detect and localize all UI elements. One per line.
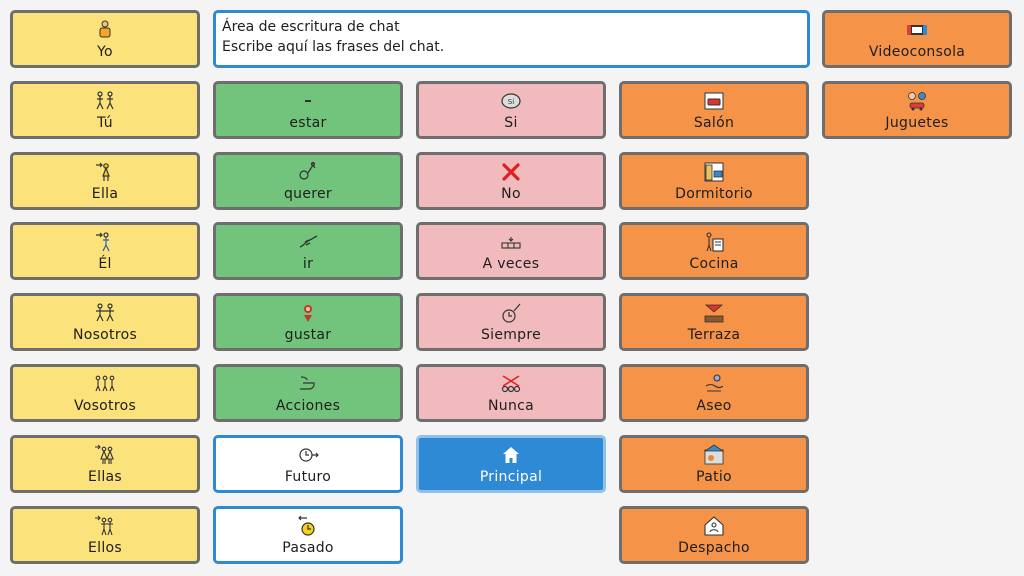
- cell-pasado[interactable]: Pasado: [213, 506, 403, 564]
- cell-label: Yo: [97, 44, 113, 60]
- cell-futuro[interactable]: Futuro: [213, 435, 403, 493]
- cell-yo[interactable]: Yo: [10, 10, 200, 68]
- cell-no[interactable]: No: [416, 152, 606, 210]
- cell-label: Ellas: [88, 469, 122, 485]
- cell-label: ir: [302, 256, 314, 272]
- cell-el[interactable]: Él: [10, 222, 200, 280]
- cell-label: Salón: [693, 115, 735, 131]
- sometimes-icon: [500, 231, 522, 253]
- chat-placeholder: Escribe aquí las frases del chat.: [222, 39, 445, 55]
- cell-a-veces[interactable]: A veces: [416, 222, 606, 280]
- red-x-icon: [500, 161, 522, 183]
- cell-label: Terraza: [687, 327, 741, 343]
- cell-acciones[interactable]: Acciones: [213, 364, 403, 422]
- bedroom-icon: [703, 161, 725, 183]
- terrace-icon: [703, 302, 725, 324]
- cell-label: gustar: [284, 327, 332, 343]
- dash-icon: [297, 90, 319, 112]
- they-male-icon: [94, 515, 116, 537]
- cell-label: Patio: [696, 469, 732, 485]
- always-clock-icon: [500, 302, 522, 324]
- cell-label: Si: [504, 115, 518, 131]
- cell-patio[interactable]: Patio: [619, 435, 809, 493]
- cell-label: Futuro: [284, 469, 332, 485]
- cell-dormitorio[interactable]: Dormitorio: [619, 152, 809, 210]
- game-console-icon: [906, 19, 928, 41]
- bathroom-icon: [703, 373, 725, 395]
- want-icon: [297, 161, 319, 183]
- cell-label: Vosotros: [73, 398, 137, 414]
- cell-ellas[interactable]: Ellas: [10, 435, 200, 493]
- cell-ella[interactable]: Ella: [10, 152, 200, 210]
- office-icon: [703, 515, 725, 537]
- go-hand-icon: [297, 231, 319, 253]
- cell-label: Él: [98, 256, 112, 272]
- chat-writing-area[interactable]: Área de escritura de chat Escribe aquí l…: [213, 10, 810, 68]
- cell-label: Acciones: [275, 398, 341, 414]
- cell-si[interactable]: Sí Si: [416, 81, 606, 139]
- cell-label: Aseo: [696, 398, 732, 414]
- cell-aseo[interactable]: Aseo: [619, 364, 809, 422]
- home-icon: [500, 444, 522, 466]
- cell-label: Siempre: [480, 327, 542, 343]
- cell-vosotros[interactable]: Vosotros: [10, 364, 200, 422]
- cell-label: Nosotros: [72, 327, 138, 343]
- boy-pointing-icon: [94, 231, 116, 253]
- cell-label: Dormitorio: [675, 186, 753, 202]
- you-group-icon: [94, 373, 116, 395]
- cell-gustar[interactable]: gustar: [213, 293, 403, 351]
- cell-label: Pasado: [282, 540, 334, 556]
- person-you-icon: [94, 90, 116, 112]
- cell-principal[interactable]: Principal: [416, 435, 606, 493]
- yes-coin-icon: Sí: [500, 90, 522, 112]
- cell-cocina[interactable]: Cocina: [619, 222, 809, 280]
- past-clock-icon: [297, 515, 319, 537]
- kitchen-icon: [703, 231, 725, 253]
- patio-icon: [703, 444, 725, 466]
- cell-label: Nunca: [488, 398, 534, 414]
- chat-title: Área de escritura de chat: [222, 19, 400, 35]
- cell-nunca[interactable]: Nunca: [416, 364, 606, 422]
- cell-label: No: [501, 186, 521, 202]
- cell-despacho[interactable]: Despacho: [619, 506, 809, 564]
- cell-label: Ellos: [88, 540, 122, 556]
- person-me-icon: [94, 19, 116, 41]
- never-icon: [500, 373, 522, 395]
- cell-ir[interactable]: ir: [213, 222, 403, 280]
- cell-terraza[interactable]: Terraza: [619, 293, 809, 351]
- cell-label: Videoconsola: [868, 44, 966, 60]
- cell-salon[interactable]: Salón: [619, 81, 809, 139]
- svg-text:Sí: Sí: [508, 98, 515, 106]
- cell-label: Tú: [97, 115, 113, 131]
- cell-videoconsola[interactable]: Videoconsola: [822, 10, 1012, 68]
- girl-pointing-icon: [94, 161, 116, 183]
- cell-label: Cocina: [689, 256, 739, 272]
- cell-estar[interactable]: estar: [213, 81, 403, 139]
- action-hand-icon: [297, 373, 319, 395]
- like-icon: [297, 302, 319, 324]
- cell-label: A veces: [482, 256, 540, 272]
- cell-label: querer: [284, 186, 332, 202]
- cell-querer[interactable]: querer: [213, 152, 403, 210]
- cell-label: Principal: [479, 469, 543, 485]
- cell-tu[interactable]: Tú: [10, 81, 200, 139]
- cell-label: Juguetes: [885, 115, 949, 131]
- cell-label: Despacho: [678, 540, 750, 556]
- cell-nosotros[interactable]: Nosotros: [10, 293, 200, 351]
- cell-label: Ella: [91, 186, 119, 202]
- future-clock-icon: [297, 444, 319, 466]
- sofa-icon: [703, 90, 725, 112]
- we-people-icon: [94, 302, 116, 324]
- cell-siempre[interactable]: Siempre: [416, 293, 606, 351]
- toys-icon: [906, 90, 928, 112]
- cell-label: estar: [289, 115, 327, 131]
- cell-ellos[interactable]: Ellos: [10, 506, 200, 564]
- they-female-icon: [94, 444, 116, 466]
- cell-juguetes[interactable]: Juguetes: [822, 81, 1012, 139]
